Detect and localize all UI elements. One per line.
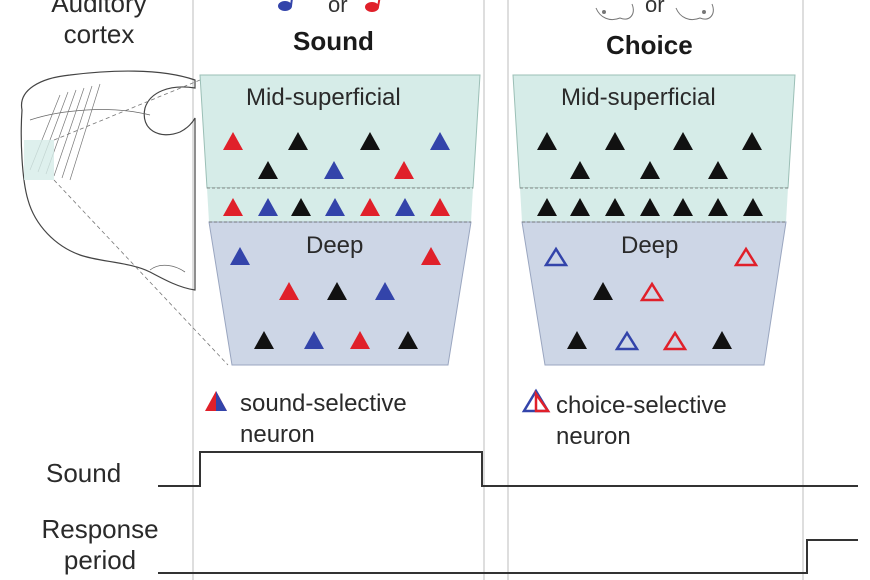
zoom-line [53, 179, 229, 366]
brain-slice-icon [20, 70, 196, 291]
neuron [254, 331, 274, 349]
neuron [605, 132, 625, 150]
choice-legend-text: choice-selective neuron [556, 392, 727, 450]
sound-selective-neuron [350, 331, 370, 349]
neuron [398, 331, 418, 349]
sound-lower-layer-label: Deep [306, 232, 364, 259]
response-timing-trace [158, 539, 858, 574]
sound-timing-trace [158, 451, 858, 487]
neuron [708, 161, 728, 179]
neuron [537, 198, 557, 216]
neuron [291, 198, 311, 216]
neuron [537, 132, 557, 150]
sound-selective-neuron [324, 161, 344, 179]
choice-lower-layer-label: Deep [621, 232, 679, 259]
neuron [640, 161, 660, 179]
music-notes-icon [278, 0, 381, 12]
sound-legend-text: sound-selective neuron [240, 390, 407, 448]
choice-selective-neuron [639, 281, 665, 302]
sound-selective-neuron [430, 132, 450, 150]
neuron [742, 132, 762, 150]
neuron [258, 161, 278, 179]
neuron [640, 198, 660, 216]
sound-selective-neuron [279, 282, 299, 300]
sound-selective-neuron [304, 331, 324, 349]
neuron [570, 198, 590, 216]
sound-timing-label: Sound [46, 458, 122, 488]
zoom-line [53, 79, 201, 141]
neuron [712, 331, 732, 349]
neuron [605, 198, 625, 216]
neuron [593, 282, 613, 300]
sound-selective-neuron [325, 198, 345, 216]
sound-selective-neuron [230, 247, 250, 265]
sound-selective-neuron [223, 132, 243, 150]
choice-legend-marker [521, 388, 551, 413]
neuron [708, 198, 728, 216]
sound-selective-neuron [258, 198, 278, 216]
sound-selective-neuron [223, 198, 243, 216]
sound-panel-title: Sound [293, 26, 374, 56]
choice-or-word: or [645, 0, 665, 17]
sound-neurons [223, 132, 450, 349]
neuron [570, 161, 590, 179]
auditory-cortex-label: Auditory cortex [51, 0, 147, 49]
sound-legend-marker [205, 391, 227, 411]
neuron [743, 198, 763, 216]
sound-selective-neuron [395, 198, 415, 216]
choice-selective-neuron [614, 330, 640, 351]
sound-cortex-column [199, 74, 481, 366]
neuron [327, 282, 347, 300]
sound-selective-neuron [360, 198, 380, 216]
sound-selective-neuron [430, 198, 450, 216]
sound-selective-neuron [375, 282, 395, 300]
neuron [288, 132, 308, 150]
neuron [567, 331, 587, 349]
response-timing-label: Response period [41, 514, 159, 575]
sound-upper-layer-label: Mid-superficial [246, 84, 401, 111]
neuron [673, 132, 693, 150]
choice-neurons [537, 132, 763, 351]
choice-selective-neuron [543, 246, 569, 267]
choice-selective-neuron [662, 330, 688, 351]
neuron [360, 132, 380, 150]
choice-panel-title: Choice [606, 30, 693, 60]
sound-selective-neuron [394, 161, 414, 179]
cortex-highlight [24, 140, 54, 180]
choice-upper-layer-label: Mid-superficial [561, 84, 716, 111]
sound-selective-neuron [421, 247, 441, 265]
neuron [673, 198, 693, 216]
sound-or-word: or [328, 0, 348, 17]
choice-cortex-column [512, 74, 796, 366]
choice-selective-neuron [733, 246, 759, 267]
mouse-icon [595, 3, 714, 21]
